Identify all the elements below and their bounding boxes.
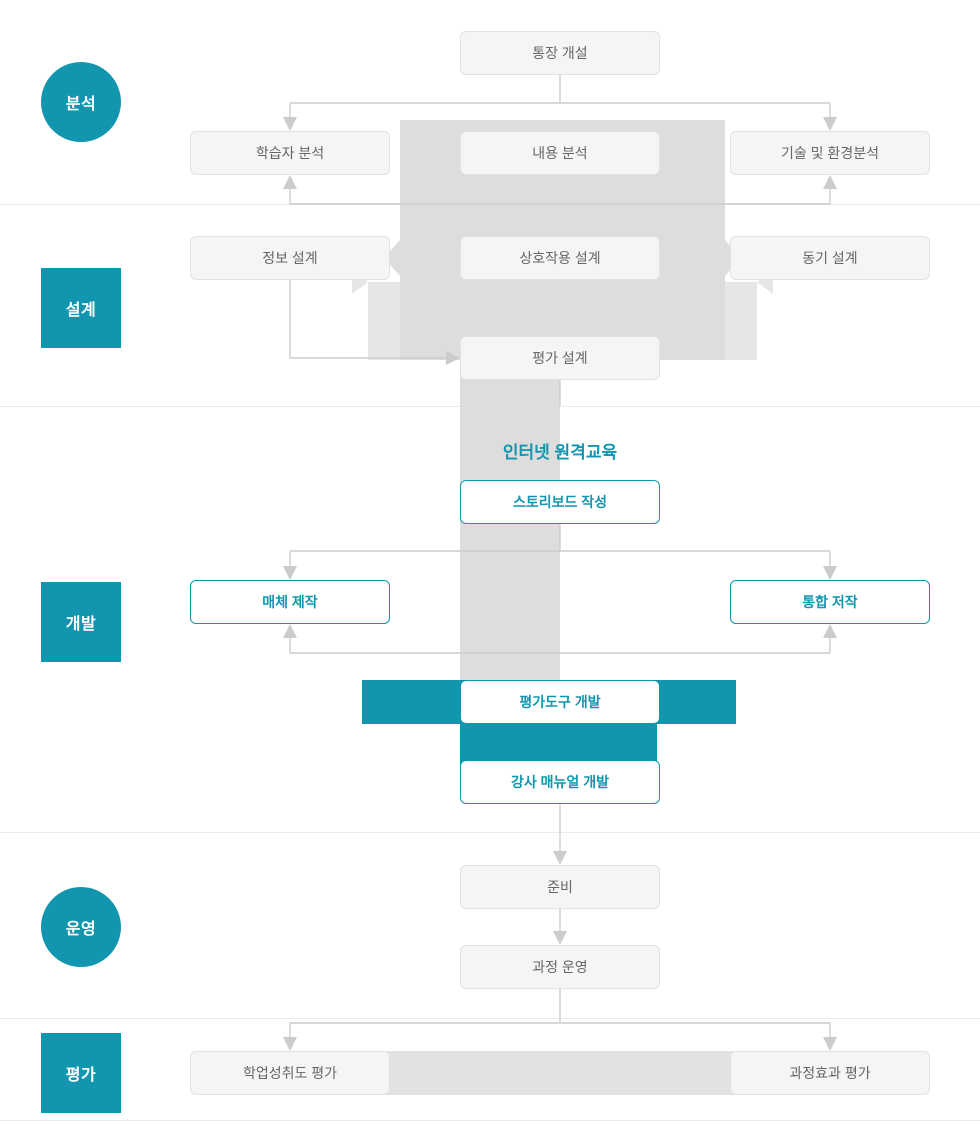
node-achievement-eval[interactable]: 학업성취도 평가	[190, 1051, 390, 1095]
center-heading: 인터넷 원격교육	[460, 438, 660, 463]
node-label: 학습자 분석	[255, 144, 325, 161]
node-info-design[interactable]: 정보 설계	[190, 236, 390, 280]
section-divider	[0, 204, 980, 205]
node-label: 상호작용 설계	[519, 249, 601, 266]
node-integrated-author[interactable]: 통합 저작	[730, 580, 930, 624]
phase-badge-evaluate[interactable]: 평가	[41, 1033, 121, 1113]
node-label: 강사 매뉴얼 개발	[511, 773, 609, 790]
node-label: 통장 개설	[532, 44, 588, 61]
node-course-operation[interactable]: 과정 운영	[460, 945, 660, 989]
node-label: 평가도구 개발	[519, 693, 601, 710]
node-label: 동기 설계	[802, 249, 858, 266]
phase-label: 개발	[65, 616, 97, 633]
phase-badge-design[interactable]: 설계	[41, 268, 121, 348]
node-learner-analysis[interactable]: 학습자 분석	[190, 131, 390, 175]
node-eval-tool-dev[interactable]: 평가도구 개발	[460, 680, 660, 724]
phase-badge-analysis[interactable]: 분석	[41, 62, 121, 142]
phase-label: 분석	[65, 96, 97, 113]
section-divider	[0, 1120, 980, 1121]
node-account-open[interactable]: 통장 개설	[460, 31, 660, 75]
node-label: 정보 설계	[262, 249, 318, 266]
section-divider	[0, 406, 980, 407]
node-content-analysis[interactable]: 내용 분석	[460, 131, 660, 175]
node-course-effect-eval[interactable]: 과정효과 평가	[730, 1051, 930, 1095]
node-label: 기술 및 환경분석	[781, 144, 879, 161]
node-eval-design[interactable]: 평가 설계	[460, 336, 660, 380]
center-heading-label: 인터넷 원격교육	[502, 443, 618, 462]
phase-label: 평가	[65, 1067, 97, 1084]
node-label: 매체 제작	[262, 593, 318, 610]
node-label: 과정효과 평가	[789, 1064, 871, 1081]
node-tech-env-analysis[interactable]: 기술 및 환경분석	[730, 131, 930, 175]
phase-label: 설계	[65, 302, 97, 319]
phase-badge-operate[interactable]: 운영	[41, 887, 121, 967]
node-interaction-design[interactable]: 상호작용 설계	[460, 236, 660, 280]
node-label: 통합 저작	[802, 593, 858, 610]
node-label: 준비	[547, 878, 573, 895]
node-label: 학업성취도 평가	[242, 1064, 338, 1081]
phase-label: 운영	[65, 921, 97, 938]
node-preparation[interactable]: 준비	[460, 865, 660, 909]
node-label: 스토리보드 작성	[512, 493, 608, 510]
phase-badge-develop[interactable]: 개발	[41, 582, 121, 662]
node-media-production[interactable]: 매체 제작	[190, 580, 390, 624]
section-divider	[0, 832, 980, 833]
node-motivation-design[interactable]: 동기 설계	[730, 236, 930, 280]
node-label: 내용 분석	[532, 144, 588, 161]
node-label: 과정 운영	[532, 958, 588, 975]
node-storyboard[interactable]: 스토리보드 작성	[460, 480, 660, 524]
node-label: 평가 설계	[532, 349, 588, 366]
section-divider	[0, 1018, 980, 1019]
node-instructor-manual[interactable]: 강사 매뉴얼 개발	[460, 760, 660, 804]
